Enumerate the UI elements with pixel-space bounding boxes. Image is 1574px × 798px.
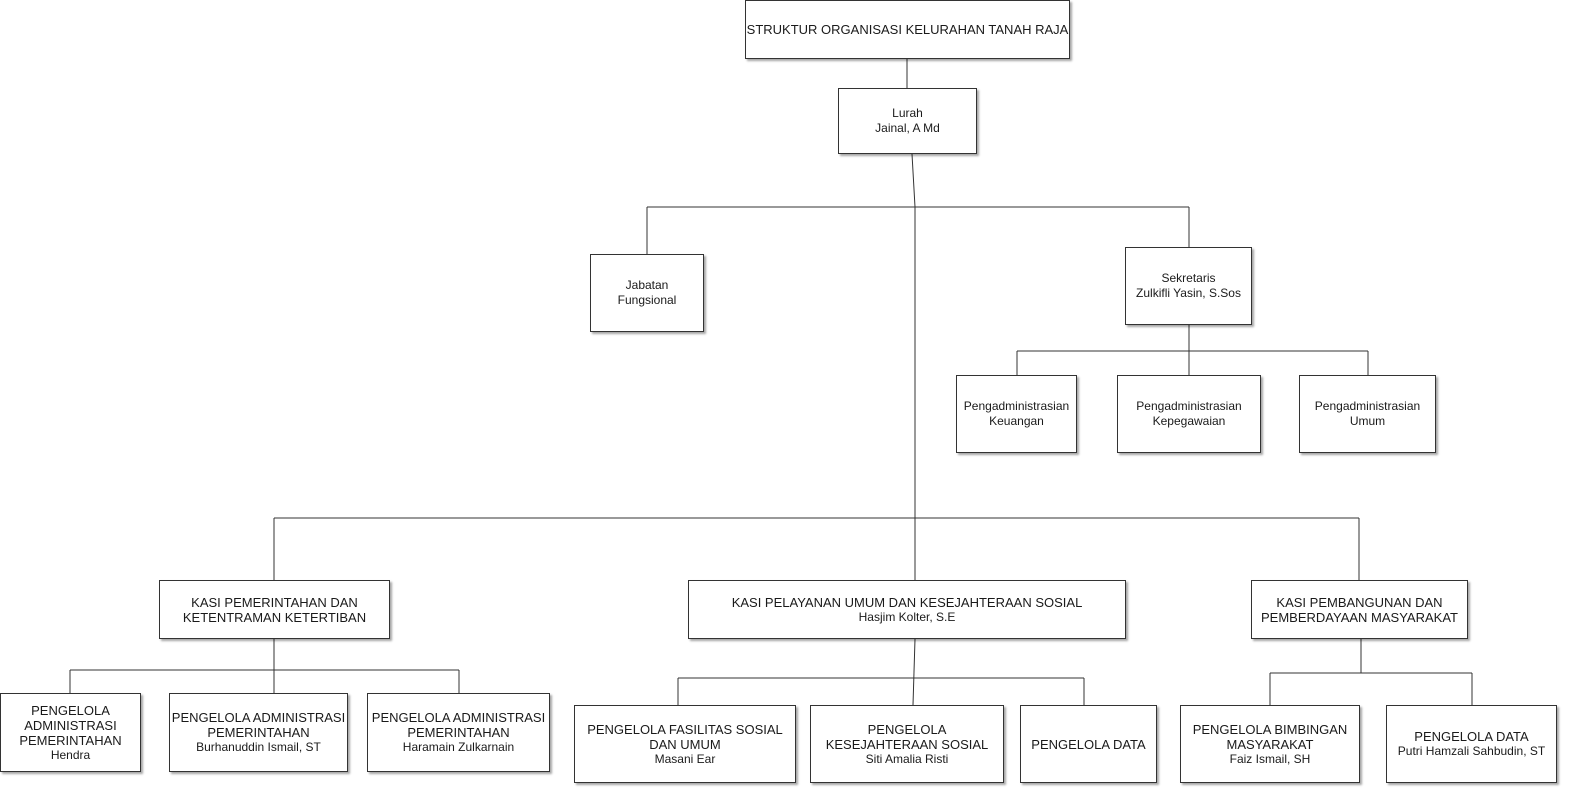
- node-umum-role: Pengadministrasian Umum: [1314, 399, 1421, 428]
- node-pengelola-administrasi-1[interactable]: PENGELOLA ADMINISTRASI PEMERINTAHAN Hend…: [0, 693, 141, 772]
- node-lurah-name: Jainal, A Md: [875, 121, 940, 135]
- node-pengelola-fasilitas-sosial[interactable]: PENGELOLA FASILITAS SOSIAL DAN UMUM Masa…: [574, 705, 796, 783]
- node-pengelola-administrasi-3-name: Haramain Zulkarnain: [402, 740, 515, 754]
- node-pengelola-bimbingan[interactable]: PENGELOLA BIMBINGAN MASYARAKAT Faiz Isma…: [1180, 705, 1360, 783]
- node-pengelola-administrasi-3[interactable]: PENGELOLA ADMINISTRASI PEMERINTAHAN Hara…: [367, 693, 550, 772]
- node-pengelola-data-2-role: PENGELOLA DATA: [1414, 729, 1529, 744]
- node-jabatan-fungsional-role: Jabatan Fungsional: [617, 278, 677, 307]
- node-kepegawaian-role: Pengadministrasian Kepegawaian: [1136, 399, 1242, 428]
- node-kasi-pelayanan-role: KASI PELAYANAN UMUM DAN KESEJAHTERAAN SO…: [731, 594, 1083, 610]
- node-pengelola-fasilitas-sosial-role: PENGELOLA FASILITAS SOSIAL DAN UMUM: [587, 721, 783, 752]
- node-pengelola-bimbingan-role: PENGELOLA BIMBINGAN MASYARAKAT: [1192, 721, 1348, 752]
- node-sekretaris-name: Zulkifli Yasin, S.Sos: [1136, 286, 1241, 300]
- node-sekretaris[interactable]: Sekretaris Zulkifli Yasin, S.Sos: [1125, 247, 1252, 325]
- node-pengelola-data-1-role: PENGELOLA DATA: [1031, 736, 1146, 752]
- org-chart-title-box: STRUKTUR ORGANISASI KELURAHAN TANAH RAJA: [745, 0, 1070, 59]
- node-kasi-pembangunan[interactable]: KASI PEMBANGUNAN DAN PEMBERDAYAAN MASYAR…: [1251, 580, 1468, 639]
- node-sekretaris-role: Sekretaris: [1161, 271, 1216, 285]
- org-chart-title: STRUKTUR ORGANISASI KELURAHAN TANAH RAJA: [746, 22, 1069, 37]
- node-pengelola-data-2[interactable]: PENGELOLA DATA Putri Hamzali Sahbudin, S…: [1386, 705, 1557, 783]
- node-pengelola-administrasi-3-role: PENGELOLA ADMINISTRASI PEMERINTAHAN: [371, 710, 546, 740]
- node-pengelola-administrasi-1-name: Hendra: [50, 747, 91, 762]
- node-pengadministrasian-umum[interactable]: Pengadministrasian Umum: [1299, 375, 1436, 453]
- node-pengadministrasian-kepegawaian[interactable]: Pengadministrasian Kepegawaian: [1117, 375, 1261, 453]
- node-pengelola-administrasi-2-role: PENGELOLA ADMINISTRASI PEMERINTAHAN: [171, 710, 346, 740]
- node-pengelola-data-1[interactable]: PENGELOLA DATA: [1020, 705, 1157, 783]
- node-lurah-role: Lurah: [892, 106, 923, 120]
- node-jabatan-fungsional[interactable]: Jabatan Fungsional: [590, 254, 704, 332]
- node-kasi-pemerintahan-role: KASI PEMERINTAHAN DAN KETENTRAMAN KETERT…: [182, 594, 367, 625]
- node-pengelola-bimbingan-name: Faiz Ismail, SH: [1229, 751, 1311, 766]
- node-pengelola-data-2-name: Putri Hamzali Sahbudin, ST: [1397, 744, 1546, 758]
- node-pengelola-kesejahteraan-sosial-role: PENGELOLA KESEJAHTERAAN SOSIAL: [825, 721, 989, 752]
- node-pengelola-kesejahteraan-sosial[interactable]: PENGELOLA KESEJAHTERAAN SOSIAL Siti Amal…: [810, 705, 1004, 783]
- node-pengelola-fasilitas-sosial-name: Masani Ear: [654, 751, 716, 766]
- node-pengadministrasian-keuangan[interactable]: Pengadministrasian Keuangan: [956, 375, 1077, 453]
- node-kasi-pelayanan-name: Hasjim Kolter, S.E: [858, 609, 956, 624]
- node-pengelola-administrasi-1-role: PENGELOLA ADMINISTRASI PEMERINTAHAN: [19, 702, 122, 748]
- node-pengelola-kesejahteraan-sosial-name: Siti Amalia Risti: [865, 751, 949, 766]
- node-kasi-pembangunan-role: KASI PEMBANGUNAN DAN PEMBERDAYAAN MASYAR…: [1261, 594, 1458, 625]
- node-kasi-pemerintahan[interactable]: KASI PEMERINTAHAN DAN KETENTRAMAN KETERT…: [159, 580, 390, 639]
- node-pengelola-administrasi-2[interactable]: PENGELOLA ADMINISTRASI PEMERINTAHAN Burh…: [169, 693, 348, 772]
- node-lurah[interactable]: Lurah Jainal, A Md: [838, 88, 977, 154]
- node-pengelola-administrasi-2-name: Burhanuddin Ismail, ST: [196, 740, 321, 754]
- node-keuangan-role: Pengadministrasian Keuangan: [963, 399, 1070, 428]
- node-kasi-pelayanan[interactable]: KASI PELAYANAN UMUM DAN KESEJAHTERAAN SO…: [688, 580, 1126, 639]
